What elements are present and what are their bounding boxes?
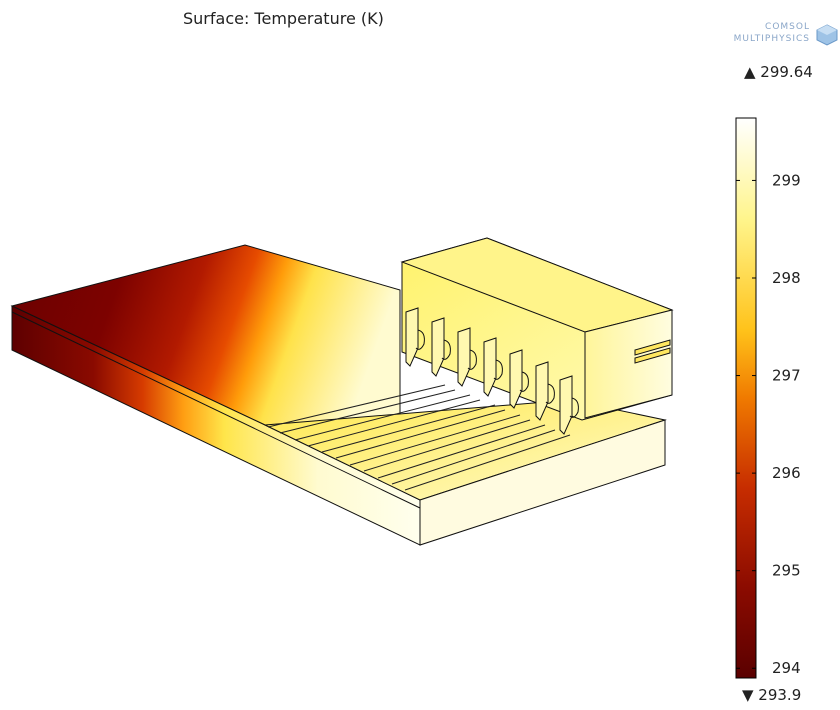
logo-line2: MULTIPHYSICS [733,34,810,44]
housing-side-slot [634,339,671,364]
board-front-edge [11,311,421,509]
colorbar-ticks: 299 298 297 296 295 294 [736,171,801,677]
contact-pin-hooks [415,329,579,418]
base-block-front [419,419,666,546]
contact-traces [267,384,571,491]
colorbar-tick-label: 296 [772,464,801,482]
colorbar-min-label: ▼ 293.9 [742,686,802,704]
colorbar-tick-label: 294 [772,659,801,677]
housing-side-face [584,309,673,419]
colorbar: 299 298 297 296 295 294 [735,117,801,679]
colorbar-tick-label: 299 [772,171,801,189]
comsol-logo: COMSOL MULTIPHYSICS [680,22,840,52]
colorbar-tick-label: 297 [772,367,801,385]
connector-model [10,237,674,546]
plot-title: Surface: Temperature (K) [183,9,384,28]
colorbar-gradient [735,117,757,679]
colorbar-tick-label: 298 [772,269,801,287]
contact-pins [405,307,573,435]
logo-line1: COMSOL [765,22,810,32]
colorbar-tick-label: 295 [772,562,801,580]
comsol-logo-icon [816,24,838,46]
colorbar-max-label: ▲ 299.64 [744,63,813,81]
